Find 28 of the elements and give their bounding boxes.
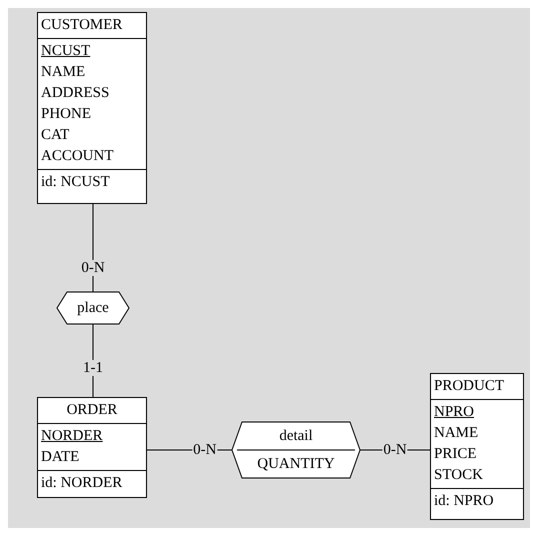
entity-name: CUSTOMER — [41, 16, 124, 35]
entity-box — [37, 397, 147, 498]
identifier-text: id: NORDER — [41, 474, 124, 493]
identifier-text: id: NPRO — [434, 492, 495, 511]
relationship-name: detail — [278, 427, 314, 445]
attribute-text: STOCK — [434, 466, 484, 485]
connector-line — [92, 324, 94, 398]
cardinality-label: 1-1 — [82, 360, 104, 376]
cardinality-label: 0-N — [80, 260, 106, 276]
entity-name: PRODUCT — [434, 377, 506, 396]
attribute-text: PRICE — [434, 445, 478, 464]
primary-key-attribute: NCUST — [41, 42, 92, 61]
entity-box — [430, 373, 524, 520]
primary-key-attribute: NPRO — [434, 403, 476, 422]
attribute-text: QUANTITY — [256, 455, 336, 473]
attribute-text: NAME — [41, 63, 86, 82]
entity-box — [37, 12, 147, 204]
primary-key-attribute: NORDER — [41, 427, 104, 446]
attribute-text: NAME — [434, 424, 480, 443]
attribute-text: DATE — [41, 448, 80, 467]
relationship-name: place — [76, 299, 110, 317]
relationship-hexagon — [232, 422, 360, 478]
attribute-text: ACCOUNT — [41, 147, 115, 166]
attribute-text: CAT — [41, 126, 70, 145]
attribute-text: ADDRESS — [41, 84, 110, 103]
attribute-text: PHONE — [41, 105, 92, 124]
identifier-text: id: NCUST — [41, 173, 111, 192]
entity-name: ORDER — [66, 401, 118, 420]
